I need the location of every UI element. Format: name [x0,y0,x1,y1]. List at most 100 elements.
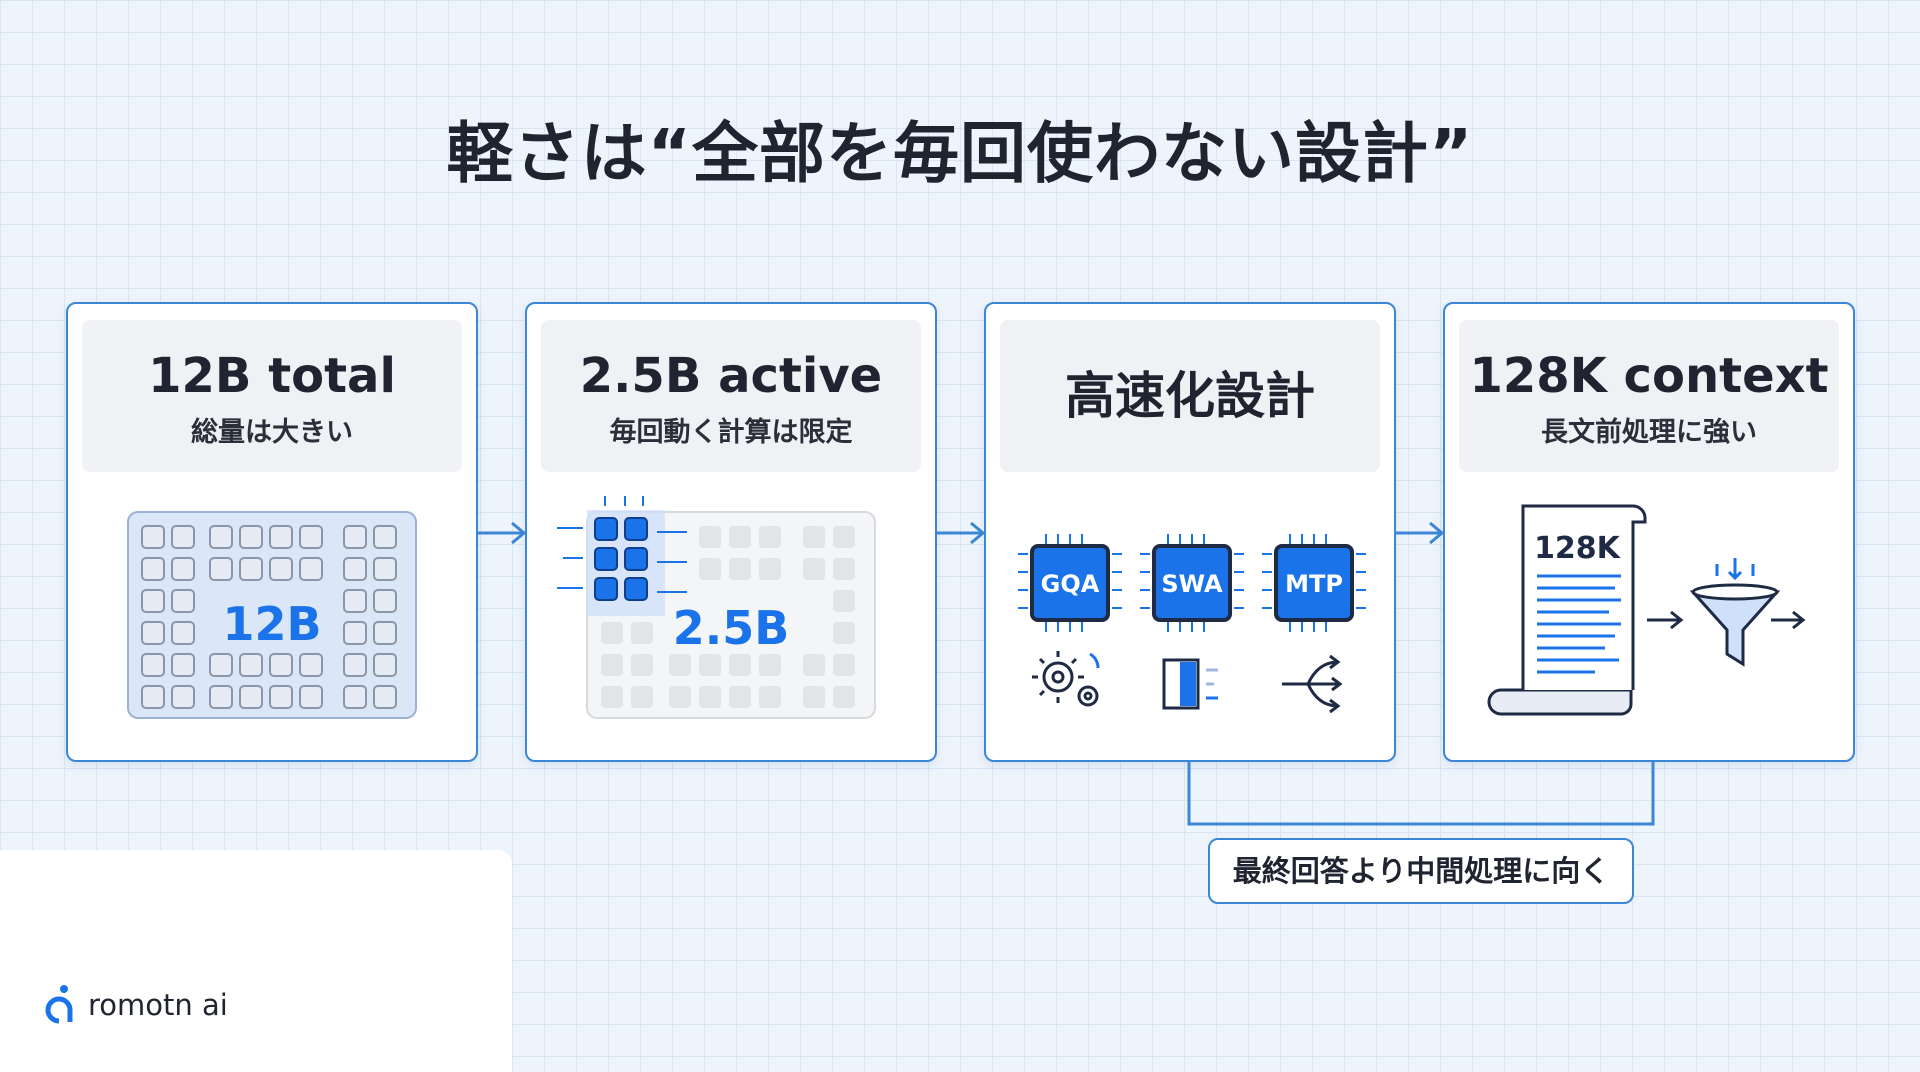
parameter-cell [171,525,195,549]
arrow-right-icon [1771,610,1806,630]
page-title: 軽さは“全部を毎回使わない設計” [446,115,1474,192]
chip-mtp: MTP [1262,534,1366,632]
parameter-cell [209,557,233,581]
inactive-parameter-cell [803,686,825,708]
inactive-parameter-cell [759,526,781,548]
inactive-parameter-cell [601,622,623,644]
inactive-parameter-cell [699,654,721,676]
logo-panel: romotn ai [0,850,512,1072]
parameter-cell [343,685,367,709]
inactive-parameter-cell [759,654,781,676]
parameter-cell [343,525,367,549]
inactive-parameter-cell [669,654,691,676]
card-active-subtitle: 毎回動く計算は限定 [609,417,853,448]
card-total: 12B total 総量は大きい 12B [66,302,478,762]
parameter-cell [269,557,293,581]
inactive-parameter-cell [729,686,751,708]
card-acceleration-title: 高速化設計 [1065,367,1315,425]
card-context-header: 128K context 長文前処理に強い [1459,320,1839,472]
card-active: 2.5B active 毎回動く計算は限定 2.5B [525,302,937,762]
chip-gqa: GQA [1018,534,1122,632]
parameter-grid-full: 12B [127,511,417,719]
card-total-title: 12B total [148,348,396,404]
active-parameter-cell [594,577,618,601]
parameter-cell [269,653,293,677]
parameter-cell [141,685,165,709]
parameter-cell [141,557,165,581]
active-parameter-cell [624,517,648,541]
active-parameter-cell [624,547,648,571]
inactive-parameter-cell [833,654,855,676]
parameter-cell [171,621,195,645]
parameter-cell [171,685,195,709]
inactive-parameter-cell [601,654,623,676]
parameter-cell [141,525,165,549]
parameter-grid-active: 2.5B [557,496,876,719]
parameter-cell [269,525,293,549]
acceleration-chips: GQA SWA MTP [1018,534,1366,714]
inactive-parameter-cell [833,686,855,708]
gears-icon [1032,651,1100,707]
parameter-cell [299,525,323,549]
chip-swa: SWA [1140,534,1244,632]
parameter-cell [141,589,165,613]
brand-logo-icon [45,985,73,1024]
inactive-parameter-cell [759,558,781,580]
inactive-parameter-cell [729,654,751,676]
parameter-cell [299,557,323,581]
grid-label-2-5b: 2.5B [673,601,790,655]
inactive-parameter-cell [729,558,751,580]
inactive-parameter-cell [803,558,825,580]
document-label-128k: 128K [1534,531,1622,566]
document-scroll-icon: 128K [1487,504,1647,716]
parameter-cell [373,653,397,677]
active-parameter-cell [594,517,618,541]
grid-label-12b: 12B [222,597,321,651]
inactive-parameter-cell [669,686,691,708]
card-context-title: 128K context [1469,348,1829,404]
flow-arrow-icon [476,521,527,545]
inactive-parameter-cell [759,686,781,708]
parameter-cell [373,621,397,645]
parameter-cell [209,525,233,549]
parameter-cell [239,557,263,581]
inactive-parameter-cell [699,526,721,548]
context-illustration: 128K [1487,504,1806,716]
parameter-cell [239,653,263,677]
activity-lines-icon [557,496,687,593]
inactive-parameter-cell [699,558,721,580]
inactive-parameter-cell [699,686,721,708]
parameter-cell [141,621,165,645]
parameter-cell [343,589,367,613]
inactive-parameter-cell [833,558,855,580]
inactive-parameter-cell [631,654,653,676]
chip-label: GQA [1041,570,1100,598]
brand-logo-text: romotn ai [88,988,228,1022]
parameter-cell [343,653,367,677]
parameter-cell [171,653,195,677]
parameter-cell [343,557,367,581]
inactive-parameter-cell [631,686,653,708]
parameter-cell [373,557,397,581]
chip-label: MTP [1285,570,1343,598]
inactive-parameter-cell [631,622,653,644]
card-total-header: 12B total 総量は大きい [82,320,462,472]
card-active-header: 2.5B active 毎回動く計算は限定 [541,320,921,472]
parameter-cell [171,589,195,613]
parameter-cell [141,653,165,677]
note-connector [1187,762,1655,826]
card-context-subtitle: 長文前処理に強い [1541,417,1757,448]
parameter-cell [343,621,367,645]
arrow-right-icon [1647,610,1684,630]
parameter-cell [239,525,263,549]
window-sidebar-icon [1162,658,1218,710]
parameter-cell [373,589,397,613]
inactive-parameter-cell [601,686,623,708]
card-acceleration-header: 高速化設計 [1000,320,1380,472]
card-total-subtitle: 総量は大きい [191,417,353,448]
funnel-icon [1689,558,1781,667]
parameter-cell [269,685,293,709]
parameter-cell [373,685,397,709]
parameter-cell [209,653,233,677]
inactive-parameter-cell [833,526,855,548]
